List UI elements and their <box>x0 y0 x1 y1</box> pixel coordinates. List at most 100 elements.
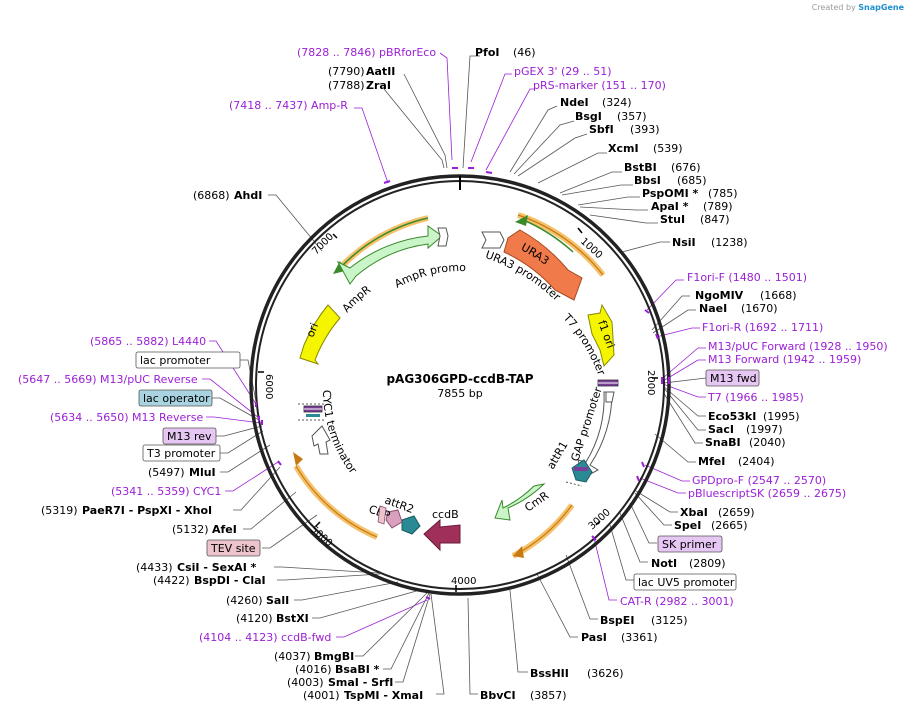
site-noti: NotI <box>651 557 677 570</box>
leader-cat-r <box>593 537 617 601</box>
label-ampr: AmpR <box>340 283 374 315</box>
site-spei-pos: (2665) <box>711 519 748 532</box>
site-tspmi-pos: (4001) <box>303 689 340 702</box>
leader-bbsi <box>561 184 633 196</box>
leader-besshii <box>509 589 528 673</box>
leader-t3 <box>220 430 264 454</box>
leader-apai <box>579 206 648 211</box>
primer-marks <box>255 167 670 600</box>
site-naei: NaeI <box>699 302 727 315</box>
plasmid-size: 7855 bp <box>437 387 482 400</box>
feature-t7-region <box>597 379 619 387</box>
cmr-orf-arrowhead <box>513 546 524 558</box>
leader-noti <box>619 512 648 563</box>
leader-pbrforeco <box>439 52 453 161</box>
site-ndei-pos: (324) <box>602 96 632 109</box>
leader-spei <box>634 492 672 526</box>
feature-label-m13-rev: M13 rev <box>167 430 212 443</box>
site-pasi-pos: (3361) <box>621 631 658 644</box>
feature-tev-mark <box>377 505 387 525</box>
leader-m13-fwd <box>663 377 707 384</box>
feature-ampr <box>336 225 443 285</box>
orf-ura3-line <box>517 214 604 276</box>
leader-gpdpro-f <box>644 464 690 482</box>
tev-site-box <box>206 539 261 557</box>
site-noti-pos: (2809) <box>689 557 726 570</box>
site-csi-group: CsiI - SexAI * <box>177 561 257 574</box>
site-bstxi: BstXI <box>276 612 309 625</box>
feature-t7-promoter-arrow <box>605 391 615 403</box>
leader-ngomiv <box>651 295 690 331</box>
leader-sali <box>294 581 399 601</box>
m13-rev-box <box>162 427 217 445</box>
leader-tspmi <box>430 593 445 695</box>
leader-l4440 <box>209 340 257 405</box>
label-ccdb: ccdB <box>432 508 459 521</box>
leader-m13puc-fwd <box>662 347 706 379</box>
tick-2000: 2000 <box>645 370 656 395</box>
primer-cyc1: (5341 .. 5359) CYC1 <box>111 485 221 498</box>
site-zrai: ZraI <box>366 79 391 92</box>
feature-ori <box>299 304 341 365</box>
leader-ampr-primer <box>354 107 389 184</box>
snapgene-credit: Created by SnapGene <box>812 3 904 12</box>
primer-m13-reverse: (5634 .. 5650) M13 Reverse <box>50 411 203 424</box>
site-xcmi-pos: (539) <box>653 142 683 155</box>
site-saci-pos: (1997) <box>746 423 783 436</box>
feature-ampr-promoter <box>437 227 449 247</box>
primer-cat-r: CAT-R (2982 .. 3001) <box>620 595 734 608</box>
site-smai-group: SmaI - SrfI <box>328 676 393 689</box>
lac-promoter-box <box>135 351 241 369</box>
site-sbfi-pos: (393) <box>630 123 660 136</box>
site-bbsi-pos: (685) <box>677 174 707 187</box>
site-bbvci-pos: (3857) <box>530 689 567 702</box>
feature-cyc1-terminator <box>311 425 331 455</box>
orf-arcs <box>293 212 606 559</box>
site-bsgi-pos: (357) <box>617 110 647 123</box>
tick-4000: 4000 <box>451 576 476 587</box>
feature-label-lac-promoter: lac promoter <box>140 354 211 367</box>
site-mfei-pos: (2404) <box>738 455 775 468</box>
leader-mfei <box>654 433 696 463</box>
ura3-orf-arrowhead <box>515 215 528 226</box>
site-sali: SalI <box>266 594 289 607</box>
site-ndei: NdeI <box>560 96 589 109</box>
t3-promoter-box <box>142 444 221 462</box>
site-bsabi-pos: (4016) <box>295 663 332 676</box>
site-eco53ki: Eco53kI <box>708 410 756 423</box>
site-xbai: XbaI <box>680 506 708 519</box>
leader-saci <box>662 386 706 431</box>
orf-ccdb-line <box>295 465 378 538</box>
site-pae-group: PaeR7I - PspXI - XhoI <box>82 504 212 517</box>
feature-cbp <box>385 509 403 529</box>
site-afei: AfeI <box>212 523 237 536</box>
leader-lacuv5 <box>609 524 634 581</box>
snapgene-brand: SnapGene <box>858 3 904 12</box>
site-ngomiv: NgoMIV <box>695 289 744 302</box>
primer-m13puc-reverse: (5647 .. 5669) M13/pUC Reverse <box>18 373 198 386</box>
primer-m13puc-forward: M13/pUC Forward (1928 .. 1950) <box>708 340 888 353</box>
site-bspdi-group: BspDI - ClaI <box>194 574 266 587</box>
feature-label-t3-promoter: T3 promoter <box>146 447 216 460</box>
leader-stui <box>589 214 658 224</box>
leader-mlui <box>220 444 271 473</box>
tick-5000: 5000 <box>308 524 334 549</box>
site-besshii: BssHII <box>530 667 569 680</box>
leader-cyc1 <box>225 461 279 492</box>
leader-bsgi <box>513 120 575 175</box>
leader-bsabi <box>383 592 430 670</box>
primer-l4440: (5865 .. 5882) L4440 <box>90 335 206 348</box>
leader-eco53ki <box>662 385 706 417</box>
site-csi-pos: (4433) <box>136 561 173 574</box>
site-sali-pos: (4260) <box>226 594 263 607</box>
site-sbfi: SbfI <box>589 123 614 136</box>
leader-ndei <box>509 105 558 173</box>
leader-f1ori-f <box>646 279 684 311</box>
backbone <box>249 174 671 596</box>
site-bstbi-pos: (676) <box>671 161 701 174</box>
leader-aatii <box>403 73 448 169</box>
leader-pgex3 <box>470 73 512 163</box>
site-apai: ApaI * <box>651 200 689 213</box>
site-bbsi: BbsI <box>634 174 661 187</box>
